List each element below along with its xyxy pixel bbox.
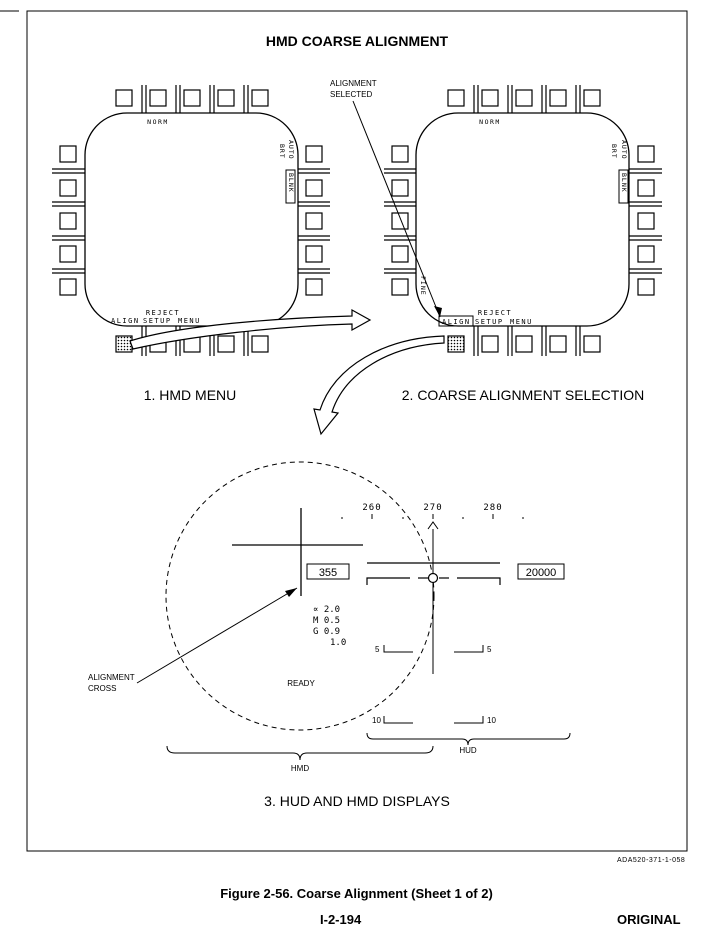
menu-label-1: MENU [178, 317, 201, 325]
alignment-selected-leader [352, 100, 441, 318]
hud-brace [366, 732, 571, 746]
bottom-pushbuttons-2 [447, 326, 601, 356]
heading-280: 280 [483, 503, 502, 513]
heading-270: 270 [423, 503, 442, 513]
figure-caption: Figure 2-56. Coarse Alignment (Sheet 1 o… [220, 886, 493, 901]
blnk-label-2: BLNK [620, 173, 628, 193]
alpha-readout: ∝ 2.0 [313, 605, 340, 615]
right-pushbuttons-2 [629, 145, 662, 296]
left-pushbuttons-2 [384, 145, 416, 296]
page-number: I-2-194 [320, 912, 362, 927]
transition-arrow-2 [313, 335, 445, 436]
setup-label-2: SETUP [475, 318, 504, 326]
brt-label-1: BRT [278, 144, 286, 159]
reject-label-1: REJECT [146, 309, 180, 317]
setup-label-1: SETUP [143, 317, 172, 325]
heading-tape [341, 514, 524, 530]
transition-arrow-1 [129, 308, 372, 350]
panel3-caption: 3. HUD AND HMD DISPLAYS [264, 793, 450, 809]
alignment-cross-callout-line1: ALIGNMENT [88, 673, 135, 682]
align-pushbutton-2[interactable] [447, 335, 465, 353]
figure-title: HMD COARSE ALIGNMENT [266, 33, 449, 49]
blnk-box-1 [285, 169, 296, 204]
panel-hmd-menu: NORM BRT AUTO BLNK REJECT ALIGN SETUP ME… [52, 85, 330, 403]
fine-label-2: FINE [419, 276, 427, 296]
mach-readout: M 0.5 [313, 616, 340, 626]
brt-label-2: BRT [610, 144, 618, 159]
align-label-1: ALIGN [111, 317, 140, 325]
menu-label-2: MENU [510, 318, 533, 326]
alignment-cross-leader [136, 587, 298, 684]
hud-label: HUD [459, 746, 477, 755]
norm-label-1: NORM [147, 118, 169, 126]
panel-coarse-alignment-selection: NORM BRT AUTO BLNK FINE REJECT ALIGN SET… [330, 79, 662, 403]
ddi-screen-2 [415, 112, 630, 327]
ddi-screen-1 [84, 112, 299, 327]
pitch-10-right: 10 [487, 716, 496, 725]
panel2-caption: 2. COARSE ALIGNMENT SELECTION [402, 387, 644, 403]
reject-label-2: REJECT [478, 309, 512, 317]
ready-label: READY [287, 679, 315, 688]
figure-frame [26, 10, 688, 852]
alignment-selected-callout-line2: SELECTED [330, 90, 372, 99]
velocity-vector-icon [427, 572, 439, 584]
hmd-label: HMD [291, 764, 309, 773]
pitch-5-right: 5 [487, 645, 492, 654]
altitude-box [517, 563, 565, 580]
blnk-label-1: BLNK [287, 173, 295, 193]
align-pushbutton-1[interactable] [115, 335, 133, 353]
norm-label-2: NORM [479, 118, 501, 126]
pitch-10-left: 10 [372, 716, 381, 725]
pitch-ladder [383, 645, 484, 724]
alignment-selected-callout-line1: ALIGNMENT [330, 79, 377, 88]
align-label-2: ALIGN [442, 318, 471, 326]
top-pushbuttons-2 [447, 85, 601, 113]
g-readout: G 0.9 [313, 627, 340, 637]
hmd-field-of-view [165, 461, 435, 731]
panel-hud-hmd-displays: 260 270 280 355 20000 ∝ 2.0 M 0.5 G 0.9 … [88, 461, 571, 809]
altitude-value: 20000 [526, 567, 557, 579]
top-pushbuttons-1 [115, 85, 269, 113]
pitch-5-left: 5 [375, 645, 380, 654]
hud-waterline [366, 577, 501, 585]
g-peak-readout: 1.0 [330, 638, 346, 648]
alignment-cross-callout-line2: CROSS [88, 684, 116, 693]
auto-label-1: AUTO [287, 140, 295, 160]
right-pushbuttons-1 [298, 145, 330, 296]
auto-label-2: AUTO [620, 140, 628, 160]
hmd-brace [166, 745, 434, 761]
airspeed-value: 355 [319, 567, 337, 579]
document-id: ADA520-371-1-058 [617, 857, 686, 864]
left-pushbuttons-1 [52, 145, 85, 296]
edition-label: ORIGINAL [617, 912, 681, 927]
panel1-caption: 1. HMD MENU [144, 387, 237, 403]
alignment-cross-arrowhead [285, 588, 297, 597]
alignment-selected-arrowhead [434, 306, 442, 317]
align-box-2 [438, 315, 474, 327]
blnk-box-2 [618, 169, 629, 204]
airspeed-box [306, 563, 350, 580]
heading-260: 260 [362, 503, 381, 513]
